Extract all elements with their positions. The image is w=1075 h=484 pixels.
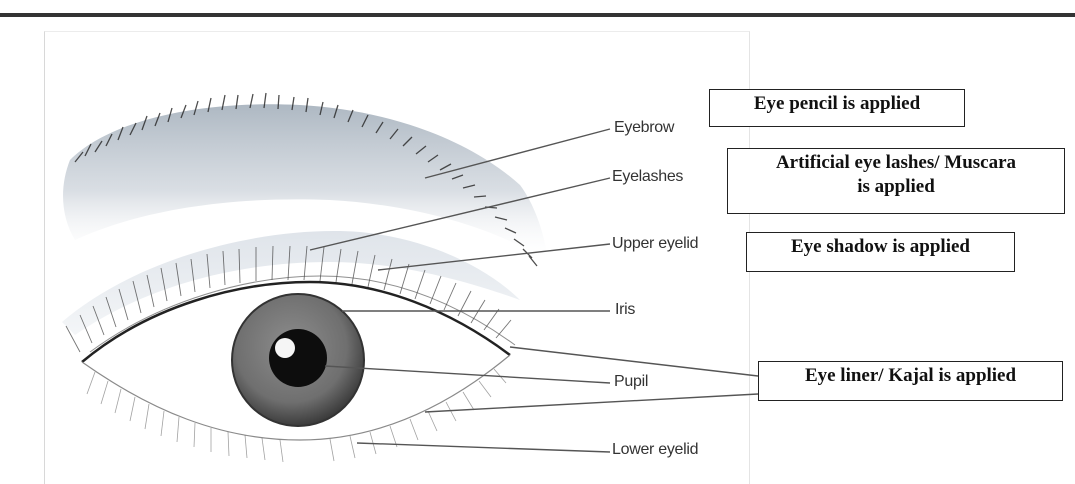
pupil-highlight <box>275 338 295 358</box>
note-eye-liner-text: Eye liner/ Kajal is applied <box>805 365 1016 386</box>
note-artificial-lashes-line1: Artificial eye lashes/ Muscara <box>728 151 1064 175</box>
note-eye-shadow: Eye shadow is applied <box>746 232 1015 272</box>
label-eyelashes: Eyelashes <box>612 168 683 186</box>
note-artificial-lashes: Artificial eye lashes/ Muscara is applie… <box>727 148 1065 214</box>
pupil-pointer <box>325 366 610 383</box>
label-lower-eyelid: Lower eyelid <box>612 441 698 459</box>
eyeliner-pointer-upper <box>510 347 758 376</box>
note-eye-pencil: Eye pencil is applied <box>709 89 965 127</box>
note-eye-shadow-text: Eye shadow is applied <box>791 236 970 257</box>
eyeliner-pointer-lower <box>425 394 758 412</box>
label-eyebrow: Eyebrow <box>614 119 674 137</box>
pupil-shape <box>269 329 327 387</box>
note-artificial-lashes-line2: is applied <box>728 175 1064 199</box>
note-eye-liner: Eye liner/ Kajal is applied <box>758 361 1063 401</box>
label-iris: Iris <box>615 301 635 319</box>
lower-eyelid-pointer <box>357 443 610 452</box>
label-upper-eyelid: Upper eyelid <box>612 235 698 253</box>
label-pupil: Pupil <box>614 373 648 391</box>
note-eye-pencil-text: Eye pencil is applied <box>754 93 920 114</box>
